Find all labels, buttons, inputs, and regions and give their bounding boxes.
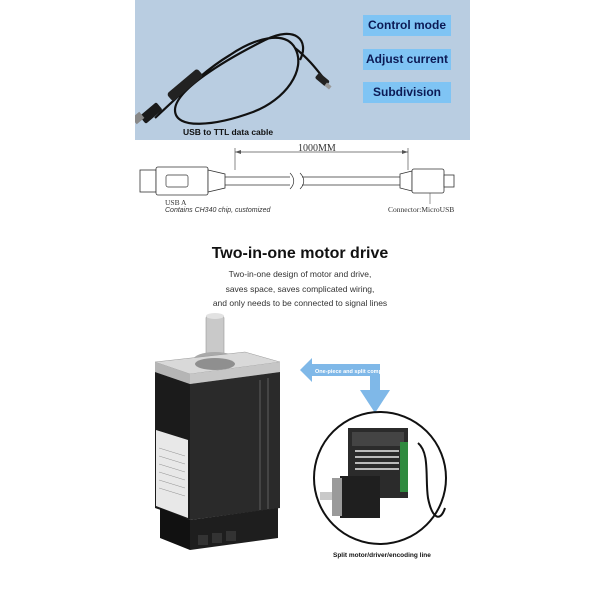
split-caption: Split motor/driver/encoding line [333,552,431,559]
section-title: Two-in-one motor drive [211,245,389,262]
comparison-arrow-label: One-piece and split comparison [315,369,399,375]
section-description-line: Two-in-one design of motor and drive, [228,269,372,279]
usb-a-label: USB A [165,198,187,207]
section-description-line: and only needs to be connected to signal… [212,298,388,308]
connector-label: Connector:MicroUSB [388,205,455,214]
feature-label-adjust-current: Adjust current [363,49,451,70]
usb-cable-image [135,32,332,125]
feature-label-subdivision: Subdivision [363,82,451,103]
cable-caption: USB to TTL data cable [183,127,274,137]
split-comparison-image [300,358,447,545]
cable-length-label: 1000MM [298,143,336,154]
cable-banner: Control mode Adjust current Subdivision … [135,0,470,140]
feature-label-control-mode: Control mode [363,15,451,36]
cable-line-drawing [139,148,455,204]
section-description-line: saves space, saves complicated wiring, [225,284,375,294]
cable-dimension-drawing: 1000MM USB A Contains CH340 chip, custom… [130,140,470,230]
chip-note-label: Contains CH340 chip, customized [165,207,271,214]
integrated-motor-image [154,313,281,550]
